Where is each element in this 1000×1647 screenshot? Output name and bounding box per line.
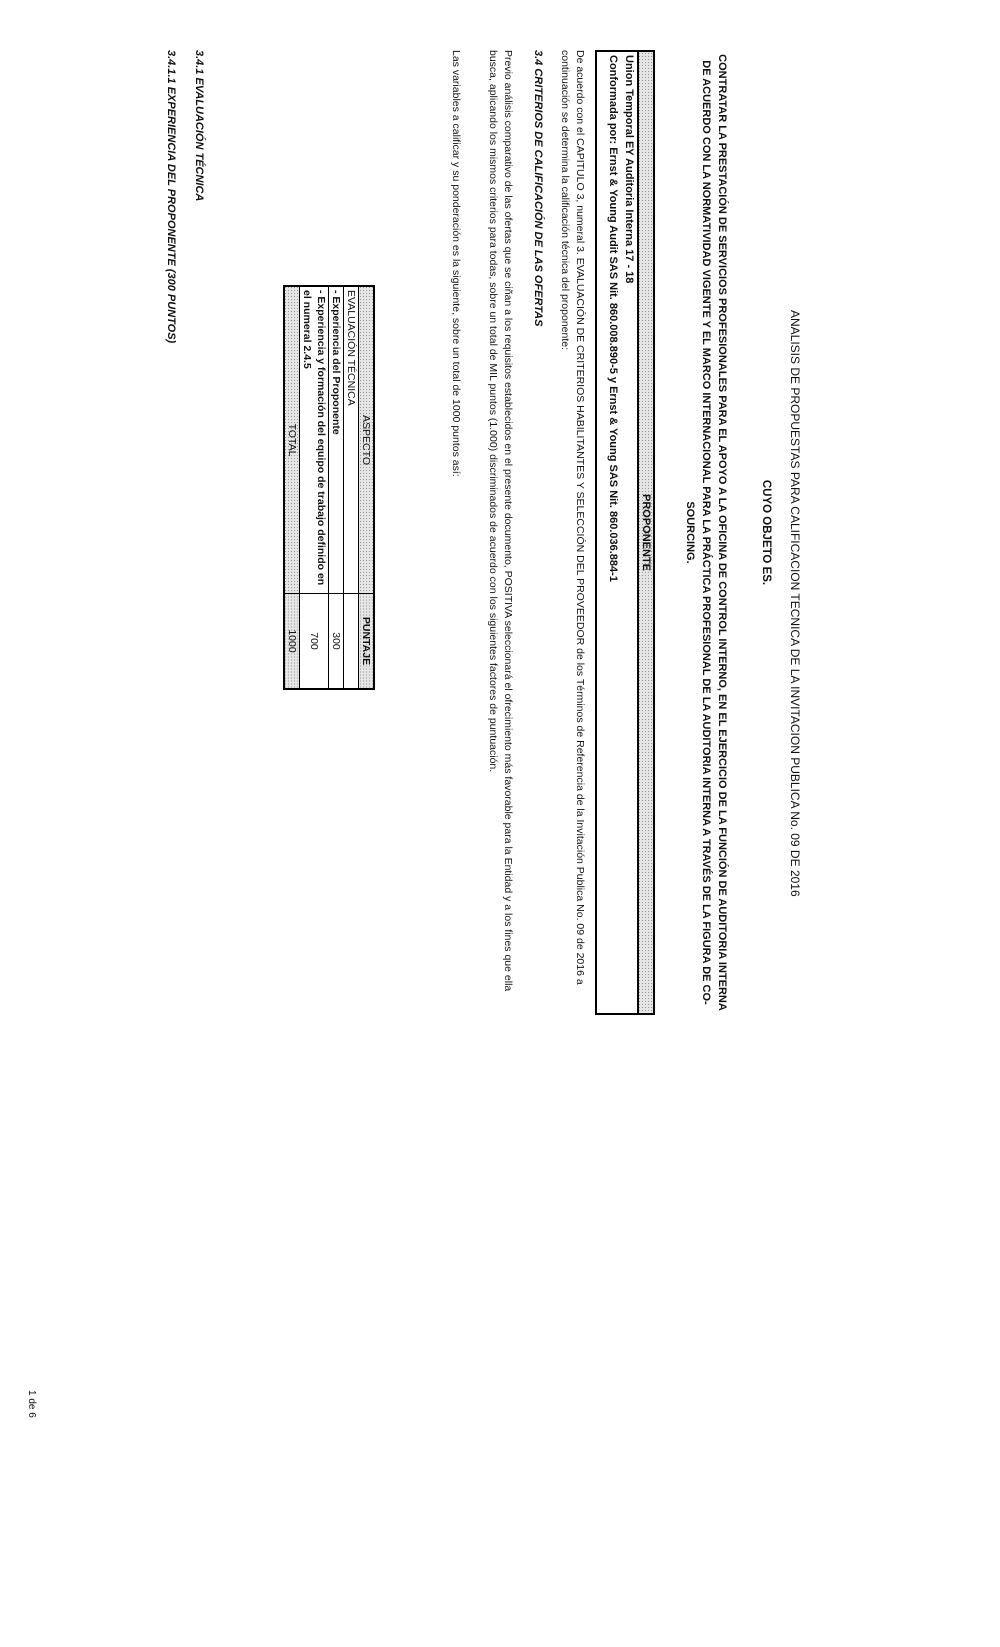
score-cell: 300 bbox=[328, 593, 344, 689]
proponent-members: Conformada por: Ernst & Young Audit SAS … bbox=[607, 55, 619, 582]
contract-object: CONTRATAR LA PRESTACIÓN DE SERVICIOS PRO… bbox=[684, 54, 728, 1011]
document-subtitle: CUYO OBJETO ES. bbox=[760, 479, 772, 586]
header-aspecto: ASPECTO bbox=[358, 286, 374, 594]
aspect-cell: - Experiencia del Proponente bbox=[328, 286, 344, 594]
table-row: - Experiencia y formación del equipo de … bbox=[299, 286, 329, 689]
table-section-row: EVALUACIÓN TÉCNICA bbox=[343, 286, 359, 689]
section-label: EVALUACIÓN TÉCNICA bbox=[343, 286, 359, 594]
header-puntaje: PUNTAJE bbox=[358, 593, 374, 689]
section-heading-3-4-1-1: 3.4.1.1 EXPERIENCIA DEL PROPONENTE (300 … bbox=[165, 50, 177, 344]
page-number: 1 de 6 bbox=[26, 1390, 37, 1418]
score-cell: 700 bbox=[299, 593, 329, 689]
proponent-name: Union Temporal EY Auditoria Interna 17 -… bbox=[623, 55, 635, 284]
criteria-paragraph: Previo análisis comparativo de las ofert… bbox=[487, 50, 514, 992]
proponent-header: PROPONENTE bbox=[637, 52, 653, 1013]
intro-paragraph: De acuerdo con el CAPITULO 3, numeral 3.… bbox=[559, 50, 586, 985]
section-heading-3-4-1: 3.4.1 EVALUACIÓN TÉCNICA bbox=[193, 50, 205, 202]
proponent-box: PROPONENTE Union Temporal EY Auditoria I… bbox=[595, 50, 655, 1015]
variables-paragraph: Las variables a calificar y su ponderaci… bbox=[450, 50, 462, 477]
aspect-cell: - Experiencia y formación del equipo de … bbox=[299, 286, 329, 594]
table-total-row: TOTAL 1000 bbox=[284, 286, 300, 689]
table-row: - Experiencia del Proponente 300 bbox=[328, 286, 344, 689]
total-value: 1000 bbox=[284, 593, 300, 689]
total-label: TOTAL bbox=[284, 286, 300, 594]
section-heading-3-4: 3.4 CRITERIOS DE CALIFICACIÓN DE LAS OFE… bbox=[532, 50, 544, 327]
score-table: ASPECTO PUNTAJE EVALUACIÓN TÉCNICA - Exp… bbox=[283, 285, 375, 690]
table-header-row: ASPECTO PUNTAJE bbox=[358, 286, 374, 689]
document-title: ANALISIS DE PROPUESTAS PARA CALIFICACION… bbox=[788, 310, 802, 897]
